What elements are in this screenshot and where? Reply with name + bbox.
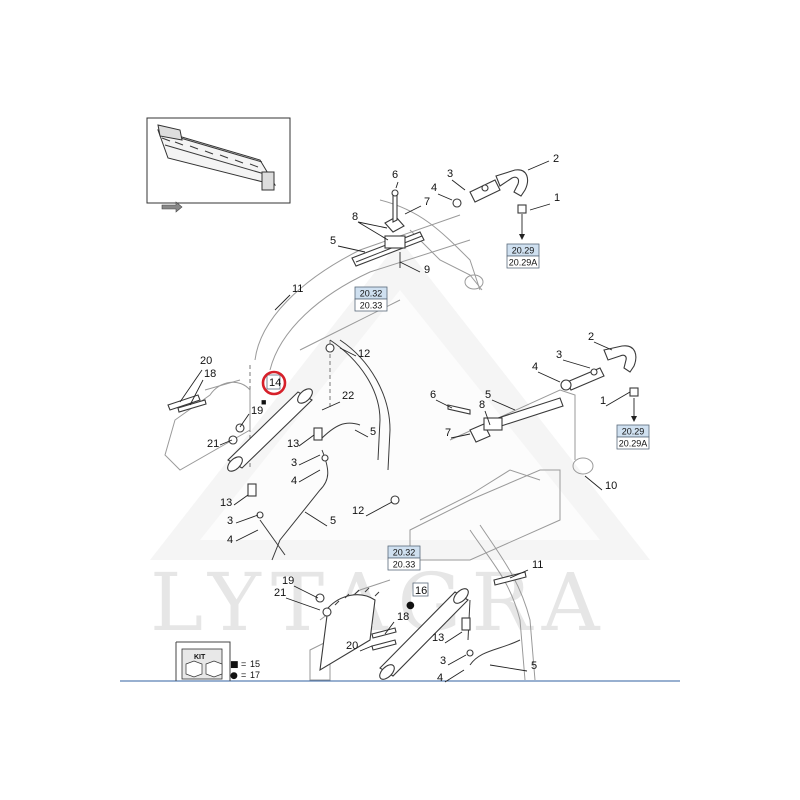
item-16-label: 16 ●: [406, 582, 429, 611]
reference-box-bottom-label: 20.33: [360, 301, 383, 311]
callout-c-1b: 1: [600, 395, 606, 407]
reference-box-top-label: 20.32: [393, 548, 416, 558]
reference-box-top-label: 20.32: [360, 289, 383, 299]
kit-row-1-value: 15: [250, 659, 260, 669]
callout-c-21b: 21: [274, 587, 286, 599]
callout-c-8b: 8: [479, 399, 485, 411]
highlight-item-14: 14 ■: [261, 370, 287, 407]
cylinder-left: [164, 379, 313, 472]
callout-c-13c: 13: [432, 632, 444, 644]
callout-c-4c: 4: [227, 534, 233, 546]
callout-c-3e: 3: [440, 655, 446, 667]
callout-c-10: 10: [605, 480, 617, 492]
overview-thumbnail: [146, 117, 291, 213]
reference-box-top-label: 20.29: [512, 246, 535, 256]
callout-c-11b: 11: [532, 559, 543, 571]
callout-c-6b: 6: [430, 389, 436, 401]
highlight-label: 14: [269, 377, 281, 389]
callout-c-19a: 19: [251, 405, 263, 417]
callout-c-4a: 4: [431, 182, 437, 194]
callout-c-1a: 1: [554, 192, 560, 204]
highlight-circle: [261, 370, 287, 396]
circle-marker-icon: ●: [406, 600, 415, 611]
kit-row-2-symbol: ●: [230, 671, 238, 681]
kit-row-1-eq: =: [241, 659, 246, 669]
callout-c-4e: 4: [437, 672, 443, 684]
callout-c-9a: 9: [424, 264, 430, 276]
reference-box-ref-a: 20.29 20.29A: [506, 243, 540, 269]
reference-box-bottom-label: 20.33: [393, 560, 416, 570]
callout-c-13a: 13: [287, 438, 299, 450]
callout-c-7b: 7: [445, 427, 451, 439]
kit-legend: KIT ■ = 15 ● = 17: [175, 641, 260, 681]
fitting-lower-right: [560, 345, 639, 422]
callout-c-2b: 2: [588, 331, 594, 343]
callout-c-5e: 5: [531, 660, 537, 672]
arrow-icon: [161, 201, 183, 213]
callout-c-21a: 21: [207, 438, 219, 450]
fitting-upper: [452, 169, 529, 240]
kit-row-2-eq: =: [241, 670, 246, 680]
callout-c-4d: 4: [532, 361, 538, 373]
reference-box-ref-d: 20.32 20.33: [387, 545, 421, 571]
hose-bar-upper: [351, 189, 425, 268]
reference-boxes: 20.2920.29A20.3220.3320.2920.29A20.3220.…: [354, 243, 650, 571]
callout-c-18b: 18: [397, 611, 409, 623]
leader-lines: [179, 160, 631, 683]
callout-c-2a: 2: [553, 153, 559, 165]
callout-c-5b: 5: [370, 426, 376, 438]
cylinder-right: [315, 495, 527, 680]
callout-c-20a: 20: [200, 355, 212, 367]
callout-c-5c: 5: [330, 515, 336, 527]
callout-c-3c: 3: [227, 515, 233, 527]
callout-c-12b: 12: [352, 505, 364, 517]
callout-c-19b: 19: [282, 575, 294, 587]
callout-c-3b: 3: [291, 457, 297, 469]
callout-c-4b: 4: [291, 475, 297, 487]
callout-c-8a: 8: [352, 211, 358, 223]
kit-row-1-symbol: ■: [230, 660, 239, 670]
callout-c-20b: 20: [346, 640, 358, 652]
callout-c-22a: 22: [342, 390, 354, 402]
callout-c-6a: 6: [392, 169, 398, 181]
kit-row-2-value: 17: [250, 670, 260, 680]
callout-c-3d: 3: [556, 349, 562, 361]
reference-box-bottom-label: 20.29A: [619, 439, 648, 449]
callout-c-18a: 18: [204, 368, 216, 380]
callout-c-7a: 7: [424, 196, 430, 208]
reference-box-bottom-label: 20.29A: [509, 258, 538, 268]
reference-box-top-label: 20.29: [622, 427, 645, 437]
callout-c-11a: 11: [292, 283, 303, 295]
kit-title: KIT: [194, 654, 206, 661]
callout-c-3a: 3: [447, 168, 453, 180]
callout-c-12a: 12: [358, 348, 370, 360]
callout-c-5d: 5: [485, 389, 491, 401]
callout-c-13b: 13: [220, 497, 232, 509]
square-marker-icon: ■: [261, 397, 266, 407]
item-16-number: 16: [415, 585, 427, 597]
callout-c-5a: 5: [330, 235, 336, 247]
reference-box-ref-b: 20.32 20.33: [354, 286, 388, 312]
reference-box-ref-c: 20.29 20.29A: [616, 424, 650, 450]
